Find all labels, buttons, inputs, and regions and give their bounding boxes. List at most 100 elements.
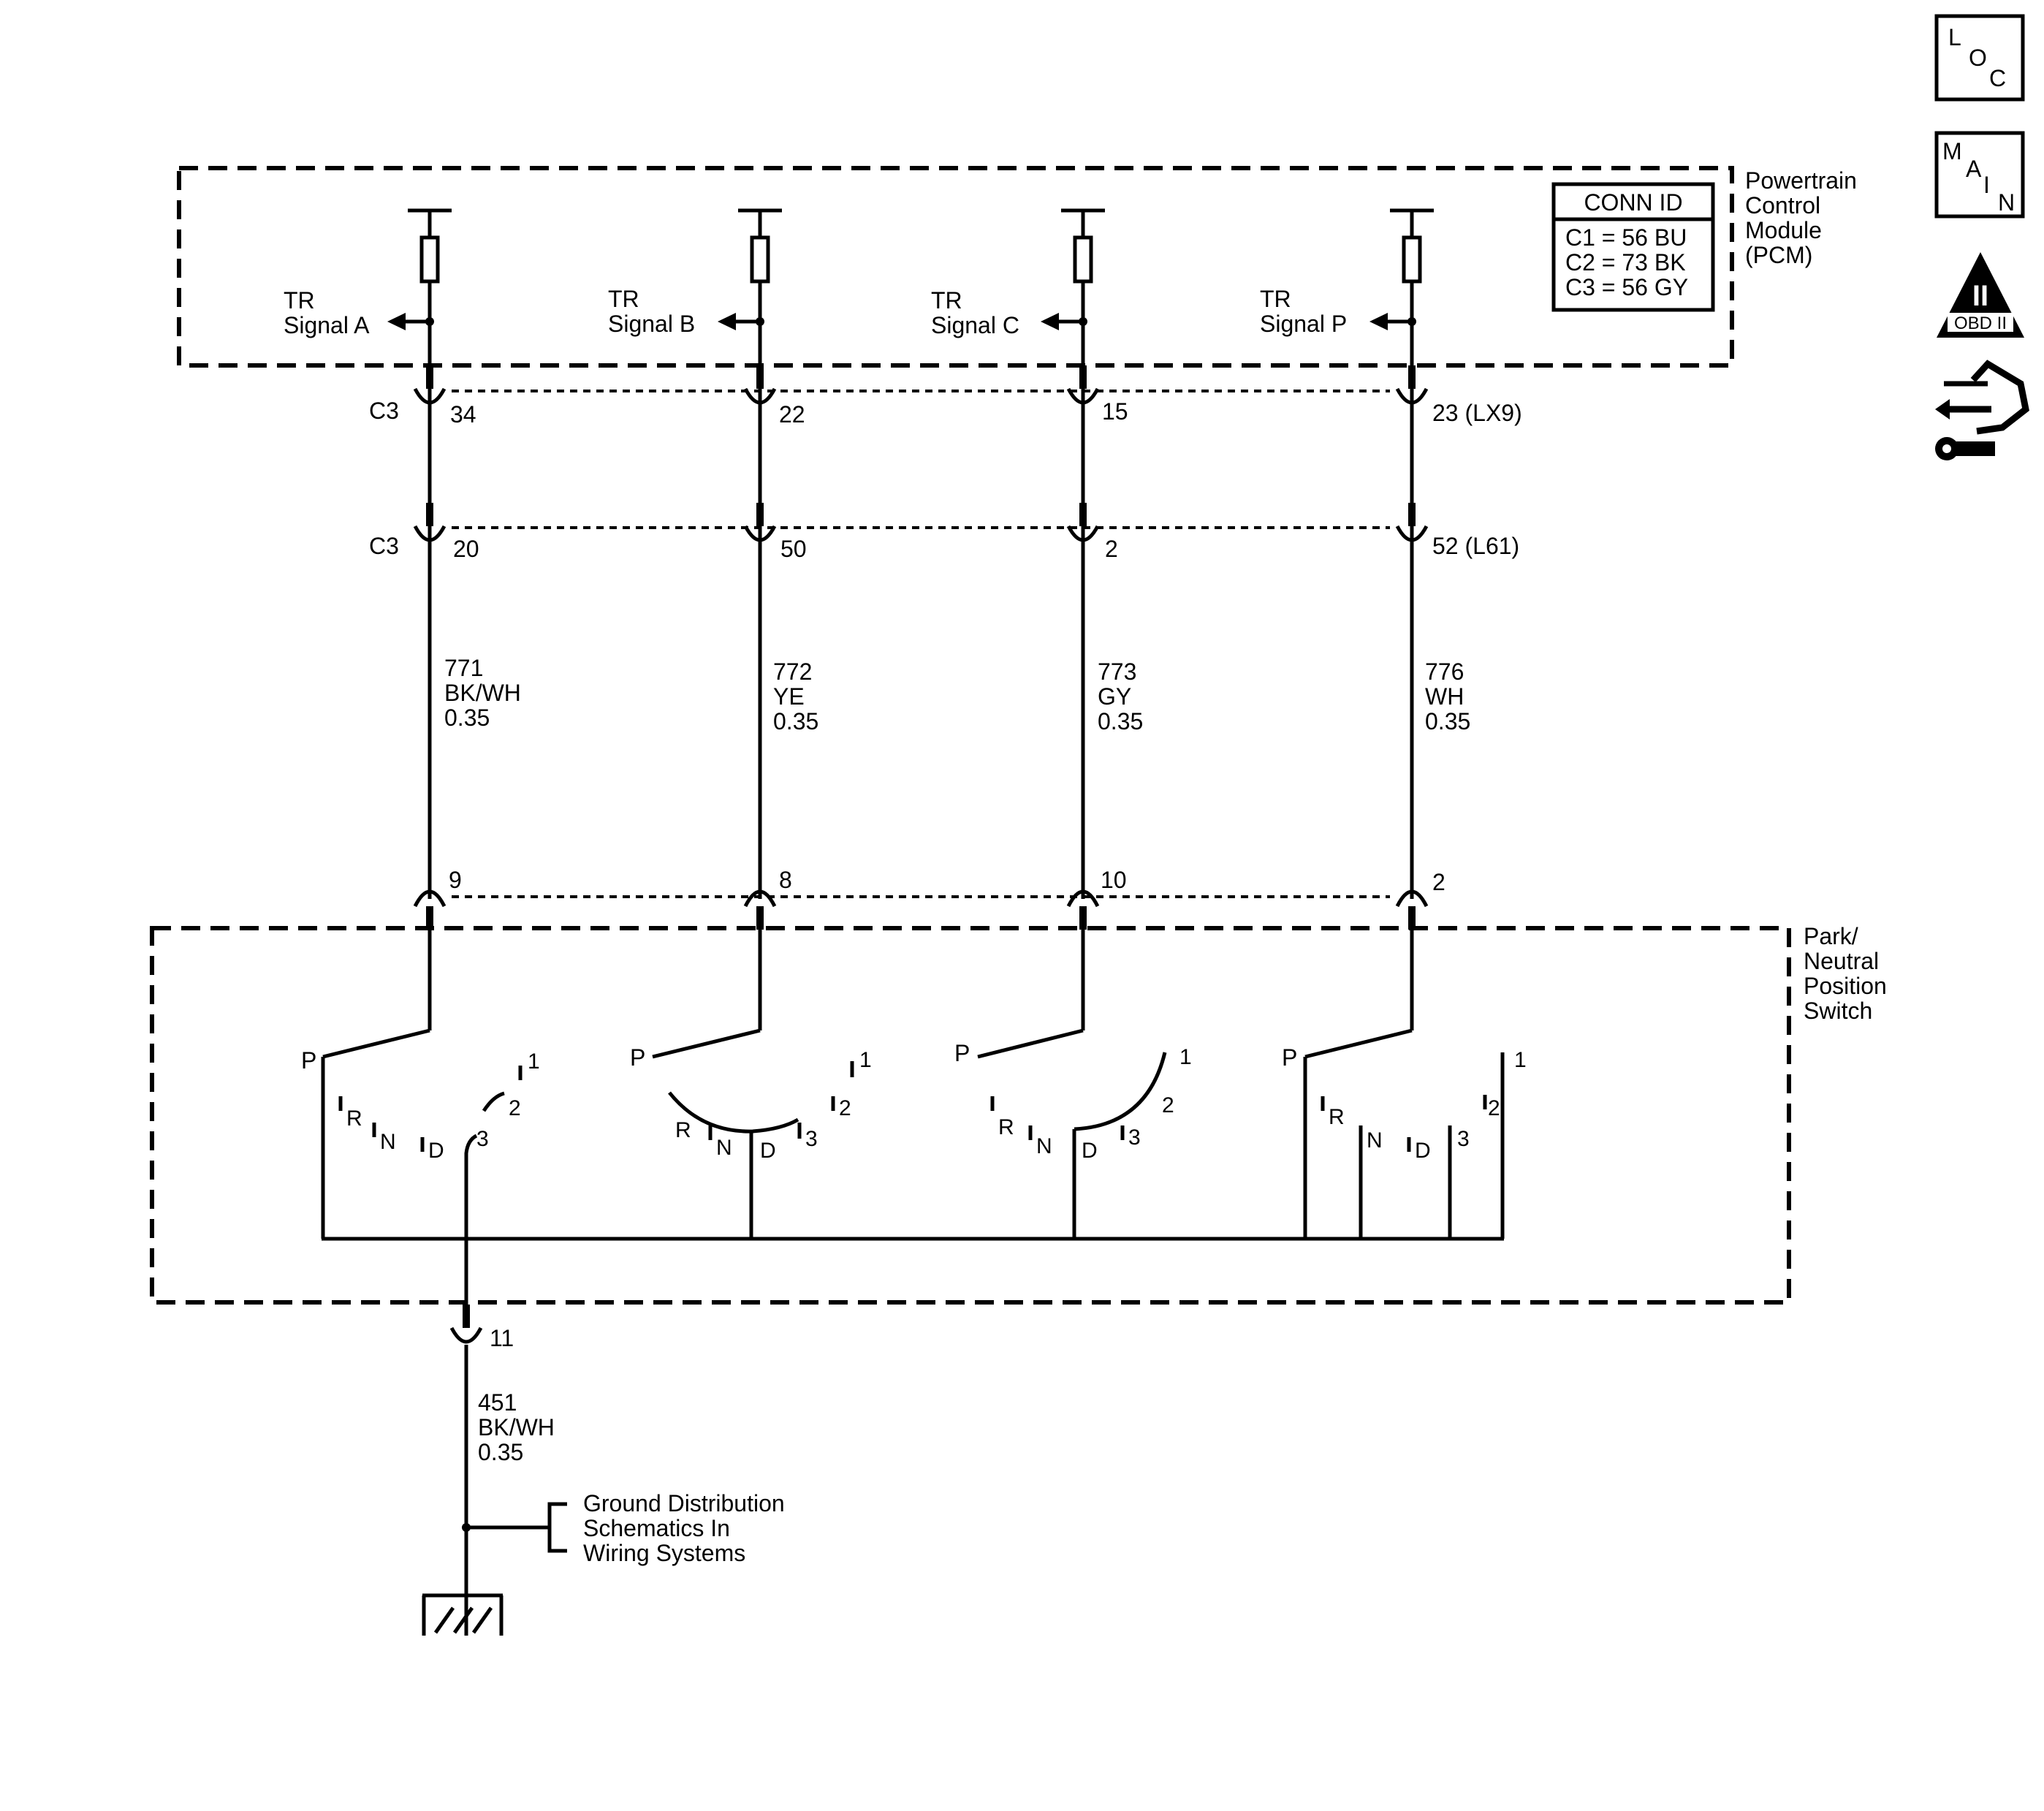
obd-ii-button[interactable]: II OBD II <box>1937 252 2024 338</box>
signal-b: TR Signal B <box>608 208 782 337</box>
signal-b-line-1: TR <box>608 286 639 312</box>
signal-c-line-2: Signal C <box>931 312 1019 338</box>
pin-label: 22 <box>779 401 805 428</box>
wire-776-circuit: 776 <box>1425 658 1464 685</box>
pin-label: 10 <box>1101 867 1127 893</box>
main-letter-1: M <box>1942 138 1962 164</box>
pos-r: R <box>346 1106 362 1131</box>
main-button[interactable]: M A I N <box>1934 131 2025 219</box>
pin-terminal <box>743 503 777 542</box>
wire-451-color: BK/WH <box>478 1414 555 1440</box>
wire-776-gauge: 0.35 <box>1425 708 1470 734</box>
pos-r: R <box>1329 1105 1345 1129</box>
pos-3: 3 <box>805 1127 818 1151</box>
switch-section-b: P R N D 3 2 1 <box>630 930 872 1239</box>
pin-terminal <box>1395 889 1429 930</box>
pin-terminal <box>413 503 447 542</box>
pin-terminal <box>1066 503 1100 542</box>
obd-numeral: II <box>1972 280 1988 312</box>
wire-772-gauge: 0.35 <box>773 708 818 734</box>
connector-row-2: C3 20 50 2 52 (L61) <box>369 503 1519 562</box>
pin-label: 52 (L61) <box>1432 533 1519 559</box>
pull-up-resistor <box>1073 235 1093 284</box>
wire-776-color: WH <box>1425 683 1464 710</box>
arrow-left-icon <box>1369 313 1388 330</box>
ground-pin-label: 11 <box>490 1325 514 1351</box>
pin-label: 20 <box>453 536 479 562</box>
pcm-boundary <box>177 166 1734 368</box>
main-icon[interactable] <box>1934 131 2025 219</box>
pos-2: 2 <box>509 1096 521 1120</box>
arrow-left-icon <box>387 313 406 330</box>
signal-c-line-1: TR <box>931 287 962 314</box>
conn-id-row-3: C3 = 56 GY <box>1565 274 1688 300</box>
pin-terminal <box>1395 503 1429 542</box>
wire-451-circuit: 451 <box>478 1389 517 1416</box>
diagnostic-connector-button[interactable] <box>1935 360 2029 460</box>
switch-section-c: P R N D 3 2 1 <box>954 930 1192 1239</box>
pos-d: D <box>428 1139 444 1163</box>
switch-boundary <box>150 926 1791 1305</box>
loc-icon[interactable] <box>1934 14 2025 102</box>
signal-a-line-1: TR <box>284 287 315 314</box>
main-letter-2: A <box>1966 156 1982 182</box>
pos-2: 2 <box>1488 1096 1500 1120</box>
pos-p: P <box>954 1040 970 1066</box>
connector-c3-label: C3 <box>369 398 399 424</box>
pin-label: 50 <box>780 536 807 562</box>
main-letter-4: N <box>1998 189 2015 216</box>
pos-3: 3 <box>1128 1125 1141 1150</box>
pos-r: R <box>675 1118 691 1142</box>
pcm-label-line-4: (PCM) <box>1745 242 1812 268</box>
loc-button[interactable]: L O C <box>1934 14 2025 102</box>
pos-r: R <box>998 1115 1014 1139</box>
arrow-left-icon <box>1041 313 1059 330</box>
signal-a: TR Signal A <box>284 208 452 338</box>
switch-label-line-4: Switch <box>1804 998 1872 1024</box>
pos-3: 3 <box>1457 1127 1470 1151</box>
conn-id-table: CONN ID C1 = 56 BU C2 = 73 BK C3 = 56 GY <box>1551 182 1715 312</box>
wire-773-gauge: 0.35 <box>1098 708 1143 734</box>
pos-n: N <box>716 1136 732 1160</box>
pull-up-resistor <box>750 235 770 284</box>
switch-label-line-2: Neutral <box>1804 948 1879 974</box>
signal-b-line-2: Signal B <box>608 311 695 337</box>
ground-ref-line-3: Wiring Systems <box>583 1540 745 1566</box>
conn-id-title: CONN ID <box>1584 189 1682 216</box>
pos-1: 1 <box>1514 1048 1527 1072</box>
pull-up-resistor <box>1402 235 1422 284</box>
wire-771-color: BK/WH <box>444 680 521 706</box>
switch-contact-blade <box>1304 1028 1413 1059</box>
arrow-left-icon <box>718 313 736 330</box>
wire-771-gauge: 0.35 <box>444 705 490 731</box>
chassis-ground-icon <box>422 1593 504 1636</box>
pcm-label-line-1: Powertrain <box>1745 167 1857 194</box>
pin-terminal <box>1066 365 1100 405</box>
switch-contact-blade <box>322 1028 430 1059</box>
signal-p-line-1: TR <box>1260 286 1291 312</box>
pin-terminal <box>449 1305 483 1344</box>
pin-label: 8 <box>779 867 792 893</box>
switch-contact-blade <box>652 1028 761 1059</box>
pin-label: 23 (LX9) <box>1432 400 1522 426</box>
contact-arc <box>1074 1052 1167 1131</box>
pull-up-resistor <box>419 235 440 284</box>
pin-label: 2 <box>1105 536 1118 562</box>
loc-letter-2: O <box>1969 45 1987 71</box>
contact-arc <box>482 1091 505 1112</box>
signal-p: TR Signal P <box>1260 208 1434 337</box>
wire-451-gauge: 0.35 <box>478 1439 523 1465</box>
signal-c: TR Signal C <box>931 208 1105 338</box>
pos-n: N <box>1367 1128 1383 1153</box>
ground-ref-bracket <box>547 1502 567 1553</box>
switch-3-lead <box>464 1134 478 1242</box>
pin-terminal <box>1066 889 1100 930</box>
plug-wrench-icon[interactable] <box>1935 360 2029 460</box>
pos-1: 1 <box>859 1048 872 1072</box>
pcm-label-line-2: Control <box>1745 192 1820 219</box>
switch-label-line-1: Park/ <box>1804 923 1858 949</box>
pin-terminal <box>413 889 447 930</box>
pos-d: D <box>1082 1139 1098 1163</box>
pos-2: 2 <box>839 1096 851 1120</box>
